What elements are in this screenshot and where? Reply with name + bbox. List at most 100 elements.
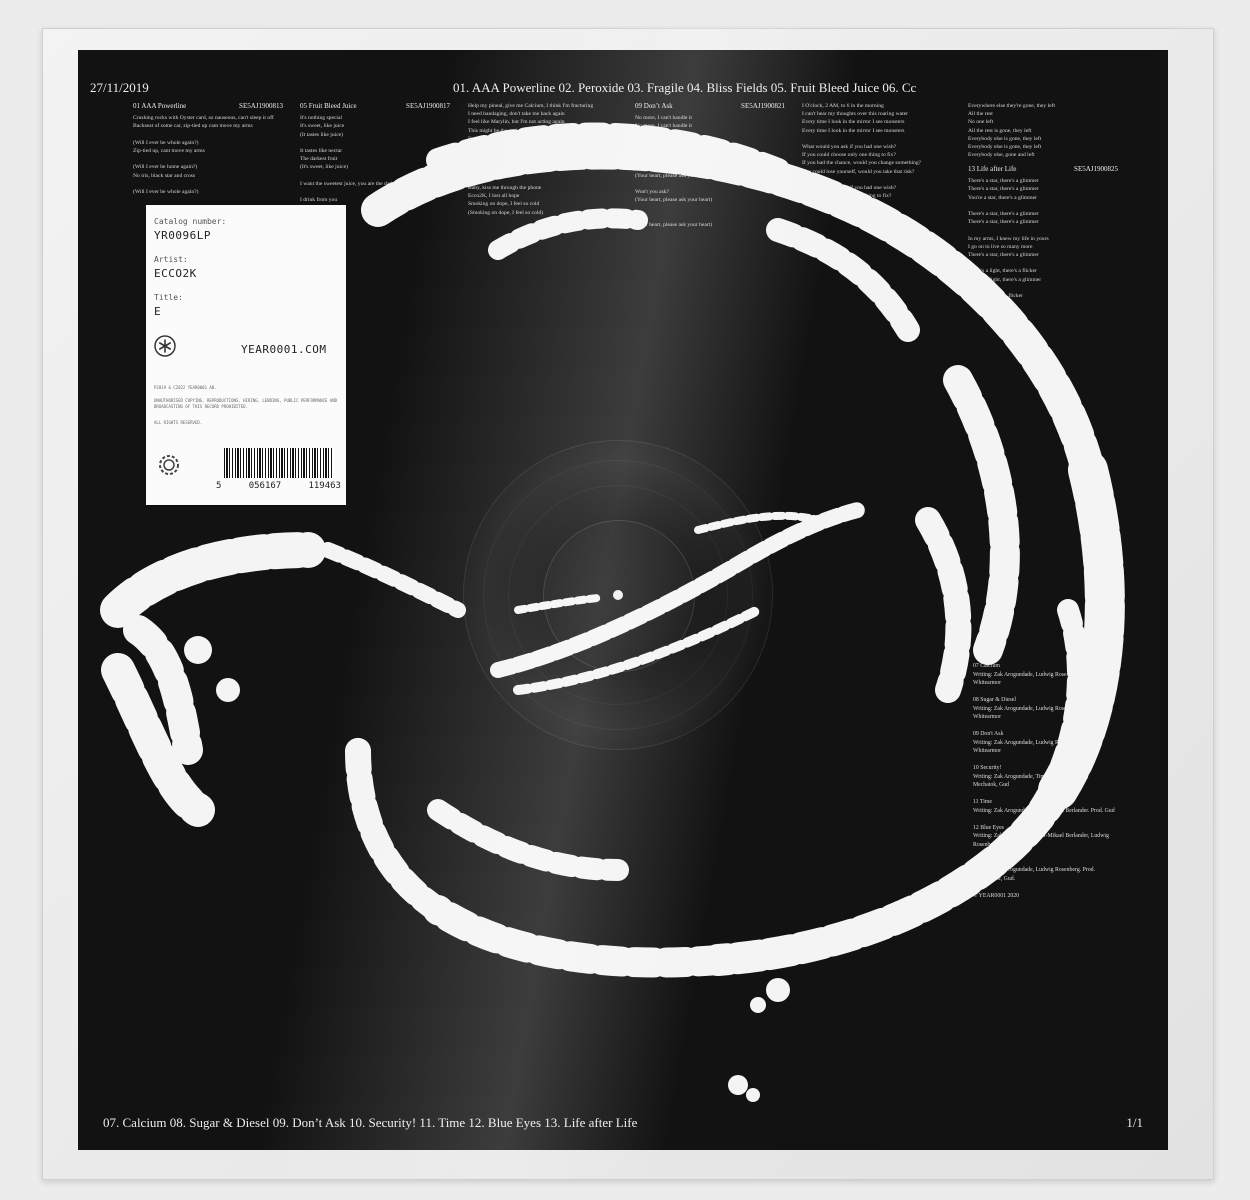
credit-line: Whitearmor, Gud. [973, 875, 1016, 882]
lyric-line: There's a star, there's a glimmer [968, 186, 1039, 193]
credit-line: Writing: Zak Arogundade, Ludwig Rosenber… [973, 867, 1096, 873]
lyric-line: What would you ask if you had one wish? [802, 185, 897, 192]
credit-line: Rosenberg. Prod. Gud [973, 841, 1025, 848]
credit-line: Writing: Zak Arogundade, Ludwig Rosenber… [973, 671, 1096, 678]
lyric-line: No more, I can't handle it [635, 123, 692, 130]
credit-line: Writing: Zak Arogundade, Carl-Mikael Ber… [973, 833, 1109, 839]
lyric-line: No more, I can't handle it [635, 115, 692, 122]
lyric-line: I'm seeing evil men, am I imagining them… [468, 135, 564, 142]
song-heading: 01 AAA Powerline SE5AJ1900813 [133, 102, 283, 110]
lyric-line: There's a light, there's a glimmer [968, 276, 1042, 283]
lyric-line: If you had the chance, would you change … [802, 160, 922, 167]
credit-line [973, 883, 1133, 892]
lyric-line [468, 159, 618, 167]
lyric-line [300, 139, 450, 147]
barcode-number: 5 056167 119463 [216, 481, 341, 491]
lyric-line: It's nothing special [300, 115, 343, 122]
song-title: 13 Life after Life [968, 165, 1017, 173]
lyric-line: You could lose yourself, would you take … [802, 168, 915, 175]
lyrics-column: Help my pineal, give me Calcium, I think… [468, 102, 618, 217]
release-date: 27/11/2019 [90, 80, 149, 95]
lyric-line [635, 204, 785, 212]
lyric-line: (Your heart, please ask your heart) [635, 197, 713, 204]
lyric-line: No iris, black star and cross [133, 172, 196, 179]
lyric-line: Smoking on dope, I feel so cold [468, 201, 540, 208]
lyric-line: Every time I look in the mirror I see mo… [802, 127, 905, 134]
asterisk-logo-icon [154, 335, 176, 357]
song-code: SE5AJ1900821 [741, 102, 785, 110]
lyric-line: (Your heart, please ask your heart) [635, 172, 713, 179]
lyric-line: (Will I ever be whole again?) [133, 139, 199, 146]
lyric-line: You're a star, there's a glimmer [968, 194, 1037, 201]
catalog-label: Catalog number: [154, 217, 227, 226]
lyric-line: No one left [968, 119, 994, 126]
artist-label: Artist: [154, 255, 188, 264]
lyric-line [300, 188, 450, 196]
lyric-line [635, 155, 785, 163]
credit-line: Mechatok, Gud [973, 782, 1010, 788]
lyric-line [968, 284, 1118, 292]
rights-line-3: ALL RIGHTS RESERVED. [154, 420, 203, 425]
lyric-line: Ask [635, 213, 645, 220]
rights-line-1: P2019 & C2022 YEAR0001 AB. [154, 385, 217, 390]
barcode-digit-c: 119463 [308, 481, 341, 491]
lyric-line: Zip-tied up, cant move my arms [133, 148, 205, 155]
lyric-line: I think I'm [468, 152, 492, 159]
lyric-line: In my arms, I knew my life in yours [968, 235, 1049, 242]
tracklist-bottom: 07. Calcium 08. Sugar & Diesel 09. Don’t… [103, 1115, 638, 1130]
credit-line: 13 Life After Life [973, 858, 1015, 865]
credit-line [973, 790, 1133, 799]
lyric-line: This might be the end, I think it might … [468, 127, 560, 134]
credit-line: Whitearmor [973, 748, 1002, 754]
lyric-line: I need bandaging, don't take me back aga… [468, 111, 565, 118]
lyric-line [968, 226, 1118, 234]
lyric-line [968, 259, 1118, 267]
credit-line: 09 Don't Ask [973, 731, 1004, 737]
credit-line [973, 756, 1133, 765]
lyric-line [635, 180, 785, 188]
lyric-line: I feel like Marylin, but I'm not acting … [468, 119, 565, 126]
page-number: 1/1 [1126, 1115, 1143, 1130]
lyric-line: It's sweet, like juice [300, 123, 345, 130]
song-heading: 09 Don’t Ask SE5AJ1900821 [635, 102, 785, 110]
website-url: YEAR0001.COM [241, 343, 327, 356]
lyric-line [133, 155, 283, 163]
vinyl-record [463, 440, 773, 750]
lyric-line: What would you ask if you had one wish? [802, 144, 897, 151]
song-code: SE5AJ1900813 [239, 102, 283, 110]
lyric-line: Help my pineal, give me Calcium, I think… [468, 103, 594, 109]
song-title: 09 Don’t Ask [635, 102, 673, 110]
lyric-line [802, 135, 952, 143]
barcode-digit-b: 056167 [248, 481, 282, 491]
artist-name: ECCO2K [154, 267, 197, 280]
album-cover: 27/11/2019 01. AAA Powerline 02. Peroxid… [78, 50, 1168, 1150]
credit-line: 10 Security! [973, 765, 1002, 771]
lyric-line: Won't you ask? [635, 189, 670, 196]
song-title: 01 AAA Powerline [133, 102, 187, 110]
lyric-line: Everybody else is gone, they left [968, 135, 1042, 142]
lyric-line: All the rest [968, 111, 993, 118]
lyric-line: Baby, kiss me through the phone [468, 185, 542, 192]
barcode-digit-a: 5 [216, 481, 222, 491]
lyric-line: There's a star, there's a glimmer [968, 219, 1039, 226]
tracklist-top: 01. AAA Powerline 02. Peroxide 03. Fragi… [453, 80, 917, 95]
lyric-line: The darkest fruit [300, 156, 338, 163]
lyric-line: If you could choose only one thing to fi… [802, 152, 896, 159]
credit-line: Writing: Zak Arogundade, Timur Tokdemir.… [973, 773, 1089, 780]
song-code: SE5AJ1900817 [406, 102, 450, 110]
spindle-hole [613, 590, 623, 600]
credit-line: 08 Sugar & Diesel [973, 697, 1016, 703]
lyric-line: You could choose only one thing to fix? [802, 193, 892, 200]
lyric-line: Ecco2K, I lost all hope [468, 193, 520, 200]
lyric-line: There's a light, there's a flicker [968, 268, 1037, 275]
song-code: SE5AJ1900825 [1074, 165, 1118, 173]
rights-line-2: UNAUTHORISED COPYING, REPRODUCTIONS, HIR… [154, 398, 338, 409]
lyric-line: I want the sweetest juice, you are the d… [300, 180, 412, 187]
title-label: Title: [154, 293, 183, 302]
lyric-line: Everybody else, gone and left [968, 152, 1035, 159]
lyric-line: I O'clock, 2 AM, to 6 in the morning [802, 103, 884, 109]
